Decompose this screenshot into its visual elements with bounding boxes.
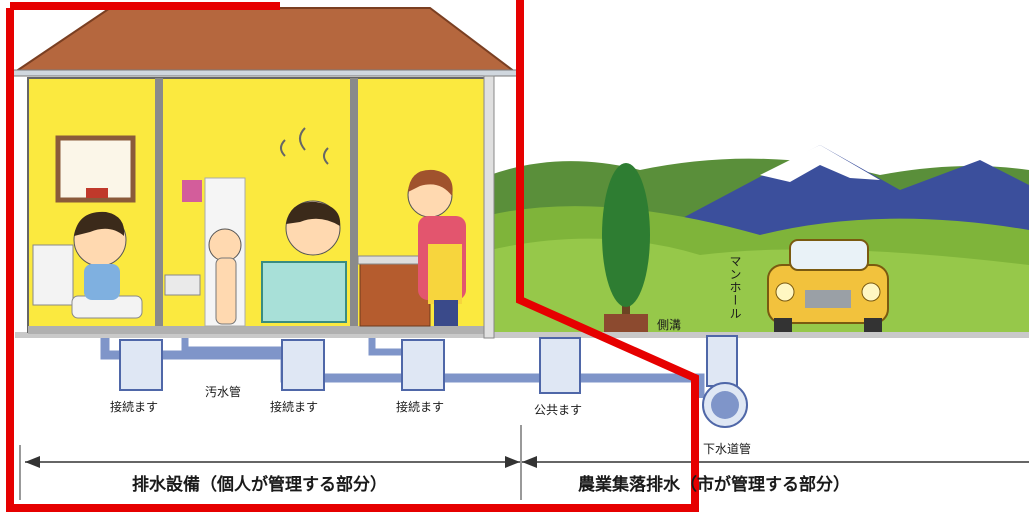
label-manhole: マンホール (728, 255, 742, 320)
downpipe (483, 75, 495, 339)
pipe-branch-bath (181, 338, 295, 354)
mother-hair (408, 169, 453, 196)
child-body (215, 257, 237, 325)
toilet-tank (32, 244, 74, 306)
boy-body (84, 264, 120, 300)
catch-basin-3 (401, 339, 445, 391)
boy-hair (74, 211, 125, 236)
house-roof (11, 7, 518, 73)
tree-planter (604, 314, 648, 332)
mother-legs (434, 300, 458, 326)
pipe-branch-kitchen (368, 338, 410, 356)
label-connection-basin-1: 接続ます (110, 400, 159, 414)
mountain-snow (760, 145, 880, 182)
car-light-right (861, 282, 881, 302)
label-side-ditch: 側溝 (657, 318, 682, 332)
house-floor (28, 326, 490, 334)
public-basin (539, 337, 581, 394)
caption-private-section: 排水設備（個人が管理する部分） (132, 475, 387, 495)
label-connection-basin-3: 接続ます (396, 400, 445, 414)
label-public-basin: 公共ます (534, 403, 583, 417)
arrow-right-start (522, 456, 537, 468)
car-wheel-left (774, 318, 792, 334)
car-wheel-right (864, 318, 882, 334)
car-light-left (775, 282, 795, 302)
caption-city-section: 農業集落排水（市が管理する部分） (578, 475, 850, 495)
arrow-left-start (25, 456, 40, 468)
label-sewage-pipe: 汚水管 (205, 385, 242, 399)
roof-eave (11, 69, 519, 77)
catch-basin-1 (119, 339, 163, 391)
bather-hair (286, 201, 341, 226)
child-head (208, 228, 242, 262)
label-connection-basin-2: 接続ます (270, 400, 319, 414)
sewer-main-inner (711, 391, 739, 419)
label-sewer-pipe: 下水道管 (703, 442, 752, 456)
wall-divider-1 (155, 78, 163, 332)
sewer-pipes (100, 335, 748, 428)
mother-apron (428, 244, 462, 304)
car-window (789, 239, 869, 271)
bathtub (261, 261, 347, 323)
shelf-bottles (182, 180, 202, 202)
car-grille (805, 290, 851, 308)
ground-surface (15, 332, 1029, 338)
window-flower (86, 188, 108, 198)
boundary-outline (6, 0, 699, 512)
catch-basin-2 (281, 339, 325, 391)
steam (280, 127, 329, 165)
arrow-left-end (505, 456, 520, 468)
manhole-shaft (706, 335, 738, 387)
wall-divider-2 (350, 78, 358, 332)
tree-crown (602, 163, 650, 307)
sink (164, 274, 201, 296)
